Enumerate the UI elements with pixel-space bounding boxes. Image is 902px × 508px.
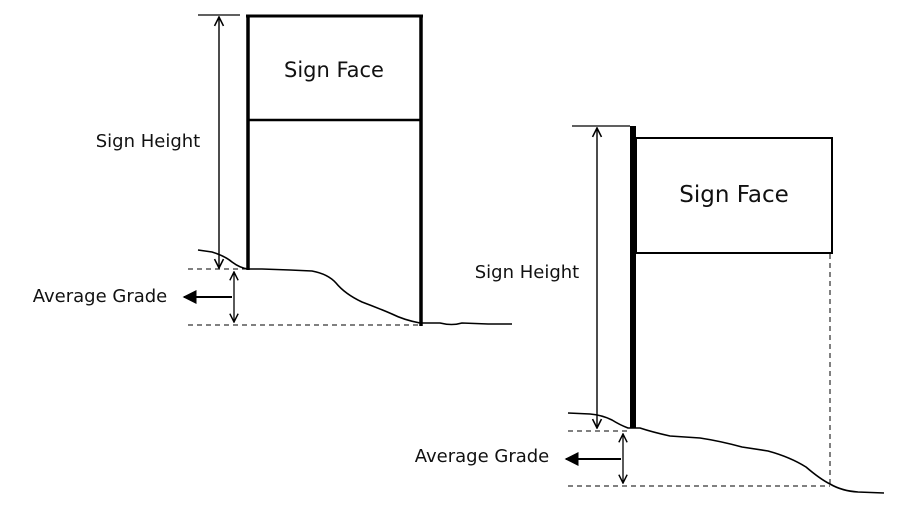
average-grade-label-left: Average Grade [33,286,168,307]
average-grade-label-right: Average Grade [415,446,550,467]
ground-line-right [567,412,885,494]
sign-face-label-left: Sign Face [284,58,384,82]
sign-face-box-right [635,137,833,254]
sign-height-label-left: Sign Height [96,131,200,152]
sign-height-label-right: Sign Height [475,262,579,283]
sign-face-label-right: Sign Face [679,182,789,208]
diagram-right: Sign Face Sign Height Average Grade [415,125,885,494]
diagram-left: Sign Face Sign Height Average Grade [33,14,512,326]
ground-line-left [197,249,512,326]
